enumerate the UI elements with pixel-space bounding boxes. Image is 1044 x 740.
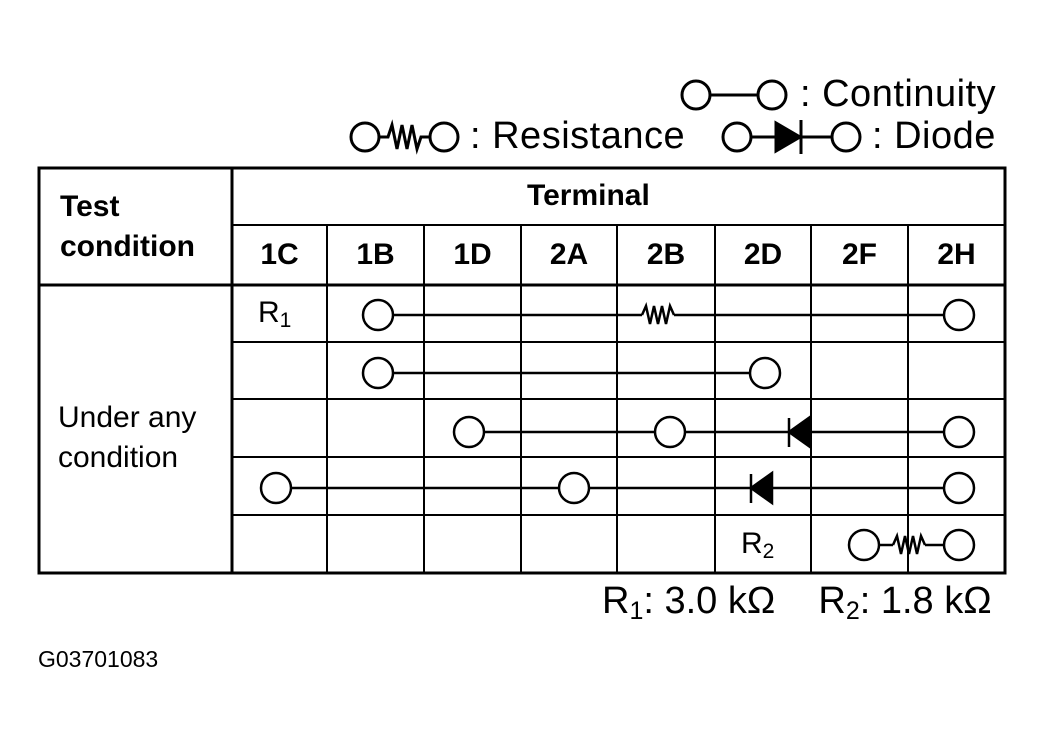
terminal-label-2f: 2F [841,238,877,271]
row-1-connection [361,298,976,332]
row-3-connection [452,414,976,450]
terminal-1d-node-icon [452,415,486,449]
resistor-values: R1: 3.0 kΩ R2: 1.8 kΩ [602,580,992,626]
row-4-connection [259,470,976,506]
r1-value: R1: 3.0 kΩ [602,580,776,625]
resistance-symbol-icon [349,119,460,155]
terminal-2h-node-icon [942,471,976,505]
terminal-label-2h: 2H [937,238,976,271]
table-grid [37,166,1007,575]
terminal-header: Terminal [527,179,650,212]
test-condition-value: Under any condition [58,401,197,474]
resistance-legend-label: : Resistance [470,115,686,157]
terminal-2a-node-icon [557,471,591,505]
terminal-label-2a: 2A [549,238,589,271]
terminal-1b-node-icon [361,298,395,332]
row-5-connection [847,528,976,562]
r1-row-label: R1 [258,296,292,332]
terminal-label-2b: 2B [646,238,686,271]
r2-row-label: R2 [741,527,775,563]
diode-arrow-icon [786,414,812,450]
diode-legend-label: : Diode [872,115,996,157]
diode-arrow-icon [748,470,774,506]
figure-id: G03701083 [38,646,159,672]
test-condition-header: Test condition [60,190,195,263]
terminal-label-1d: 1D [453,238,492,271]
terminal-2h-node-icon [942,415,976,449]
diode-symbol-icon [721,120,862,154]
terminal-2b-node-icon [653,415,687,449]
terminal-label-1b: 1B [356,238,395,271]
continuity-symbol-icon [680,79,788,111]
terminal-1b-node-icon [361,356,395,390]
continuity-legend-label: : Continuity [800,73,997,115]
terminal-2h-node-icon [942,528,976,562]
terminal-2d-node-icon [748,356,782,390]
terminal-2f-node-icon [847,528,881,562]
terminal-label-1c: 1C [260,238,299,271]
r2-value: R2: 1.8 kΩ [818,580,992,625]
terminal-1c-node-icon [259,471,293,505]
terminal-label-2d: 2D [743,238,783,271]
terminal-2h-node-icon [942,298,976,332]
row-2-connection [361,356,782,390]
